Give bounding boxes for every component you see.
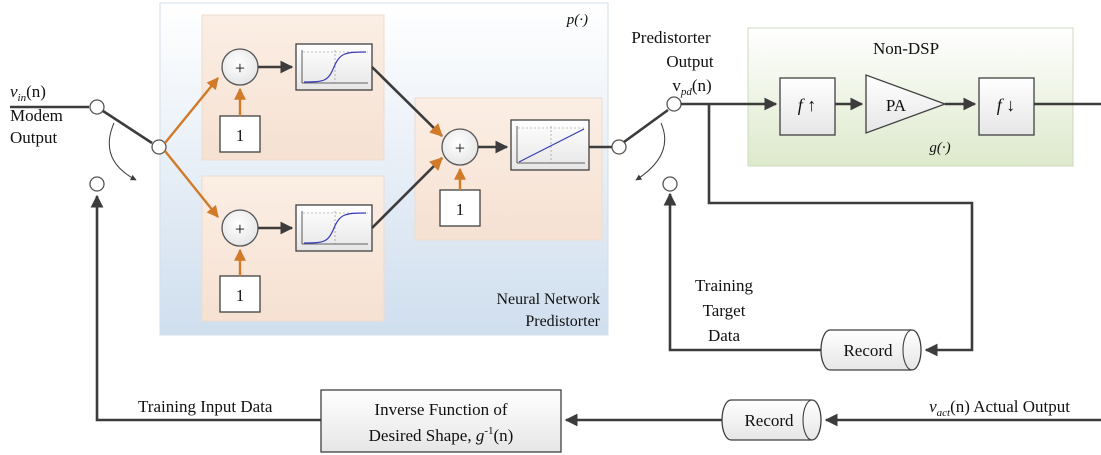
vpd-tap-to-record	[707, 104, 974, 357]
modem-label-2: Output	[10, 128, 58, 147]
predistorter-output-label-2: Output	[666, 52, 714, 71]
fanout-to-neuron-1	[164, 77, 219, 144]
training-target-label-2: Target	[703, 301, 746, 320]
modem-label-1: Modem	[10, 106, 63, 125]
inverse-function-box	[320, 389, 562, 453]
non-dsp-label: Non-DSP	[873, 39, 939, 58]
input-node	[89, 99, 105, 115]
switch-pivot-node	[151, 139, 167, 155]
fanout-to-neuron-2	[164, 150, 219, 218]
downconverter-box	[978, 77, 1035, 136]
training-input-label: Training Input Data	[138, 397, 273, 416]
record-bottom-label: Record	[744, 411, 794, 430]
record-bottom-cylinder-end	[802, 399, 813, 441]
nn-label-1: Neural Network	[496, 291, 600, 308]
output-pivot-node	[611, 139, 627, 155]
bias-box-1	[219, 115, 261, 153]
inverse-to-training-input	[90, 194, 321, 422]
inverse-line-1: Inverse Function of	[374, 400, 507, 419]
upconverter-label: f ↑	[798, 95, 817, 115]
sigmoid-plot-1	[301, 50, 368, 84]
input-switch-arc-arrow	[108, 122, 137, 181]
g-function-label: g(·)	[929, 140, 950, 156]
training-target-label-1: Training	[695, 276, 753, 295]
inverse-line-2: Desired Shape, g-1(n)	[369, 425, 514, 445]
sum-plus-2: +	[235, 219, 245, 239]
record-top-label: Record	[843, 341, 893, 360]
bias-value-output: 1	[456, 200, 465, 219]
upconverter-box	[779, 77, 836, 136]
downconverter-label: f ↓	[997, 95, 1016, 115]
linear-activation	[510, 119, 590, 171]
pa-amplifier	[865, 74, 947, 134]
vin-label: vin(n)	[10, 82, 46, 104]
sigmoid-plot-2	[301, 211, 368, 245]
p-function-label: p(·)	[566, 12, 588, 28]
output-switch-arc-arrow	[635, 122, 666, 181]
training-target-node	[662, 176, 678, 192]
sum-plus-1: +	[235, 58, 245, 78]
training-input-node	[89, 176, 105, 192]
training-target-label-3: Data	[708, 326, 741, 345]
linear-plot	[516, 126, 585, 164]
input-switch-arm	[102, 109, 153, 145]
bias-value-1: 1	[236, 126, 245, 145]
output-switch-arm	[623, 108, 669, 144]
vpd-label: vpd(n)	[672, 76, 711, 98]
neuron-2-to-output	[371, 157, 443, 229]
actual-output-label: vact(n) Actual Output	[929, 397, 1070, 419]
record-top-cylinder-end	[902, 329, 913, 371]
nn-label-2: Predistorter	[525, 313, 600, 330]
sum-plus-output: +	[455, 138, 465, 158]
neuron-1-to-output	[371, 66, 443, 137]
bias-value-2: 1	[236, 286, 245, 305]
bias-box-2	[219, 275, 261, 313]
predistorter-output-node	[666, 96, 682, 112]
record-to-target-node	[663, 192, 821, 352]
bias-box-output	[439, 189, 481, 227]
predistorter-output-label-1: Predistorter	[631, 28, 711, 47]
pa-label: PA	[886, 96, 907, 115]
